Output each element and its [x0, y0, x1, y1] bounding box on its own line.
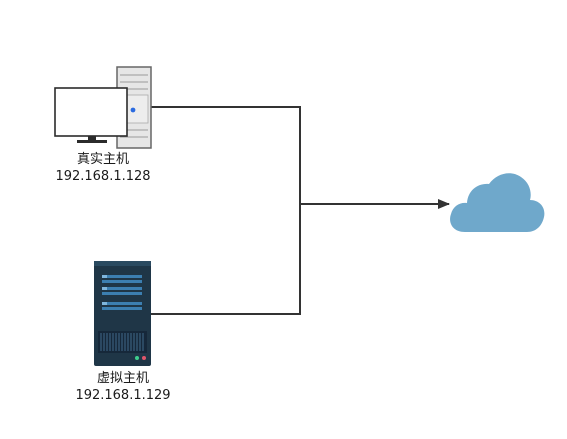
server-led-red-icon	[142, 356, 146, 360]
connectors	[151, 106, 450, 315]
desktop-computer-icon[interactable]	[54, 66, 152, 149]
physical-host-ip: 192.168.1.128	[55, 169, 151, 184]
virtual-host-name: 虚拟主机	[96, 371, 149, 386]
virtual-host-label: 虚拟主机 192.168.1.129	[60, 370, 186, 404]
power-led-icon	[130, 107, 136, 113]
virtual-host-ip: 192.168.1.129	[75, 388, 171, 403]
physical-host-label: 真实主机 192.168.1.128	[40, 151, 166, 185]
cloud-icon[interactable]	[450, 173, 545, 232]
server-slots	[102, 275, 142, 310]
server-vents	[98, 331, 147, 353]
server-led-green-icon	[135, 356, 139, 360]
monitor	[54, 87, 128, 143]
rack-server-icon[interactable]	[94, 261, 151, 366]
connector-physical-host	[151, 106, 301, 204]
connector-virtual-host	[151, 204, 301, 315]
physical-host-name: 真实主机	[76, 152, 129, 167]
